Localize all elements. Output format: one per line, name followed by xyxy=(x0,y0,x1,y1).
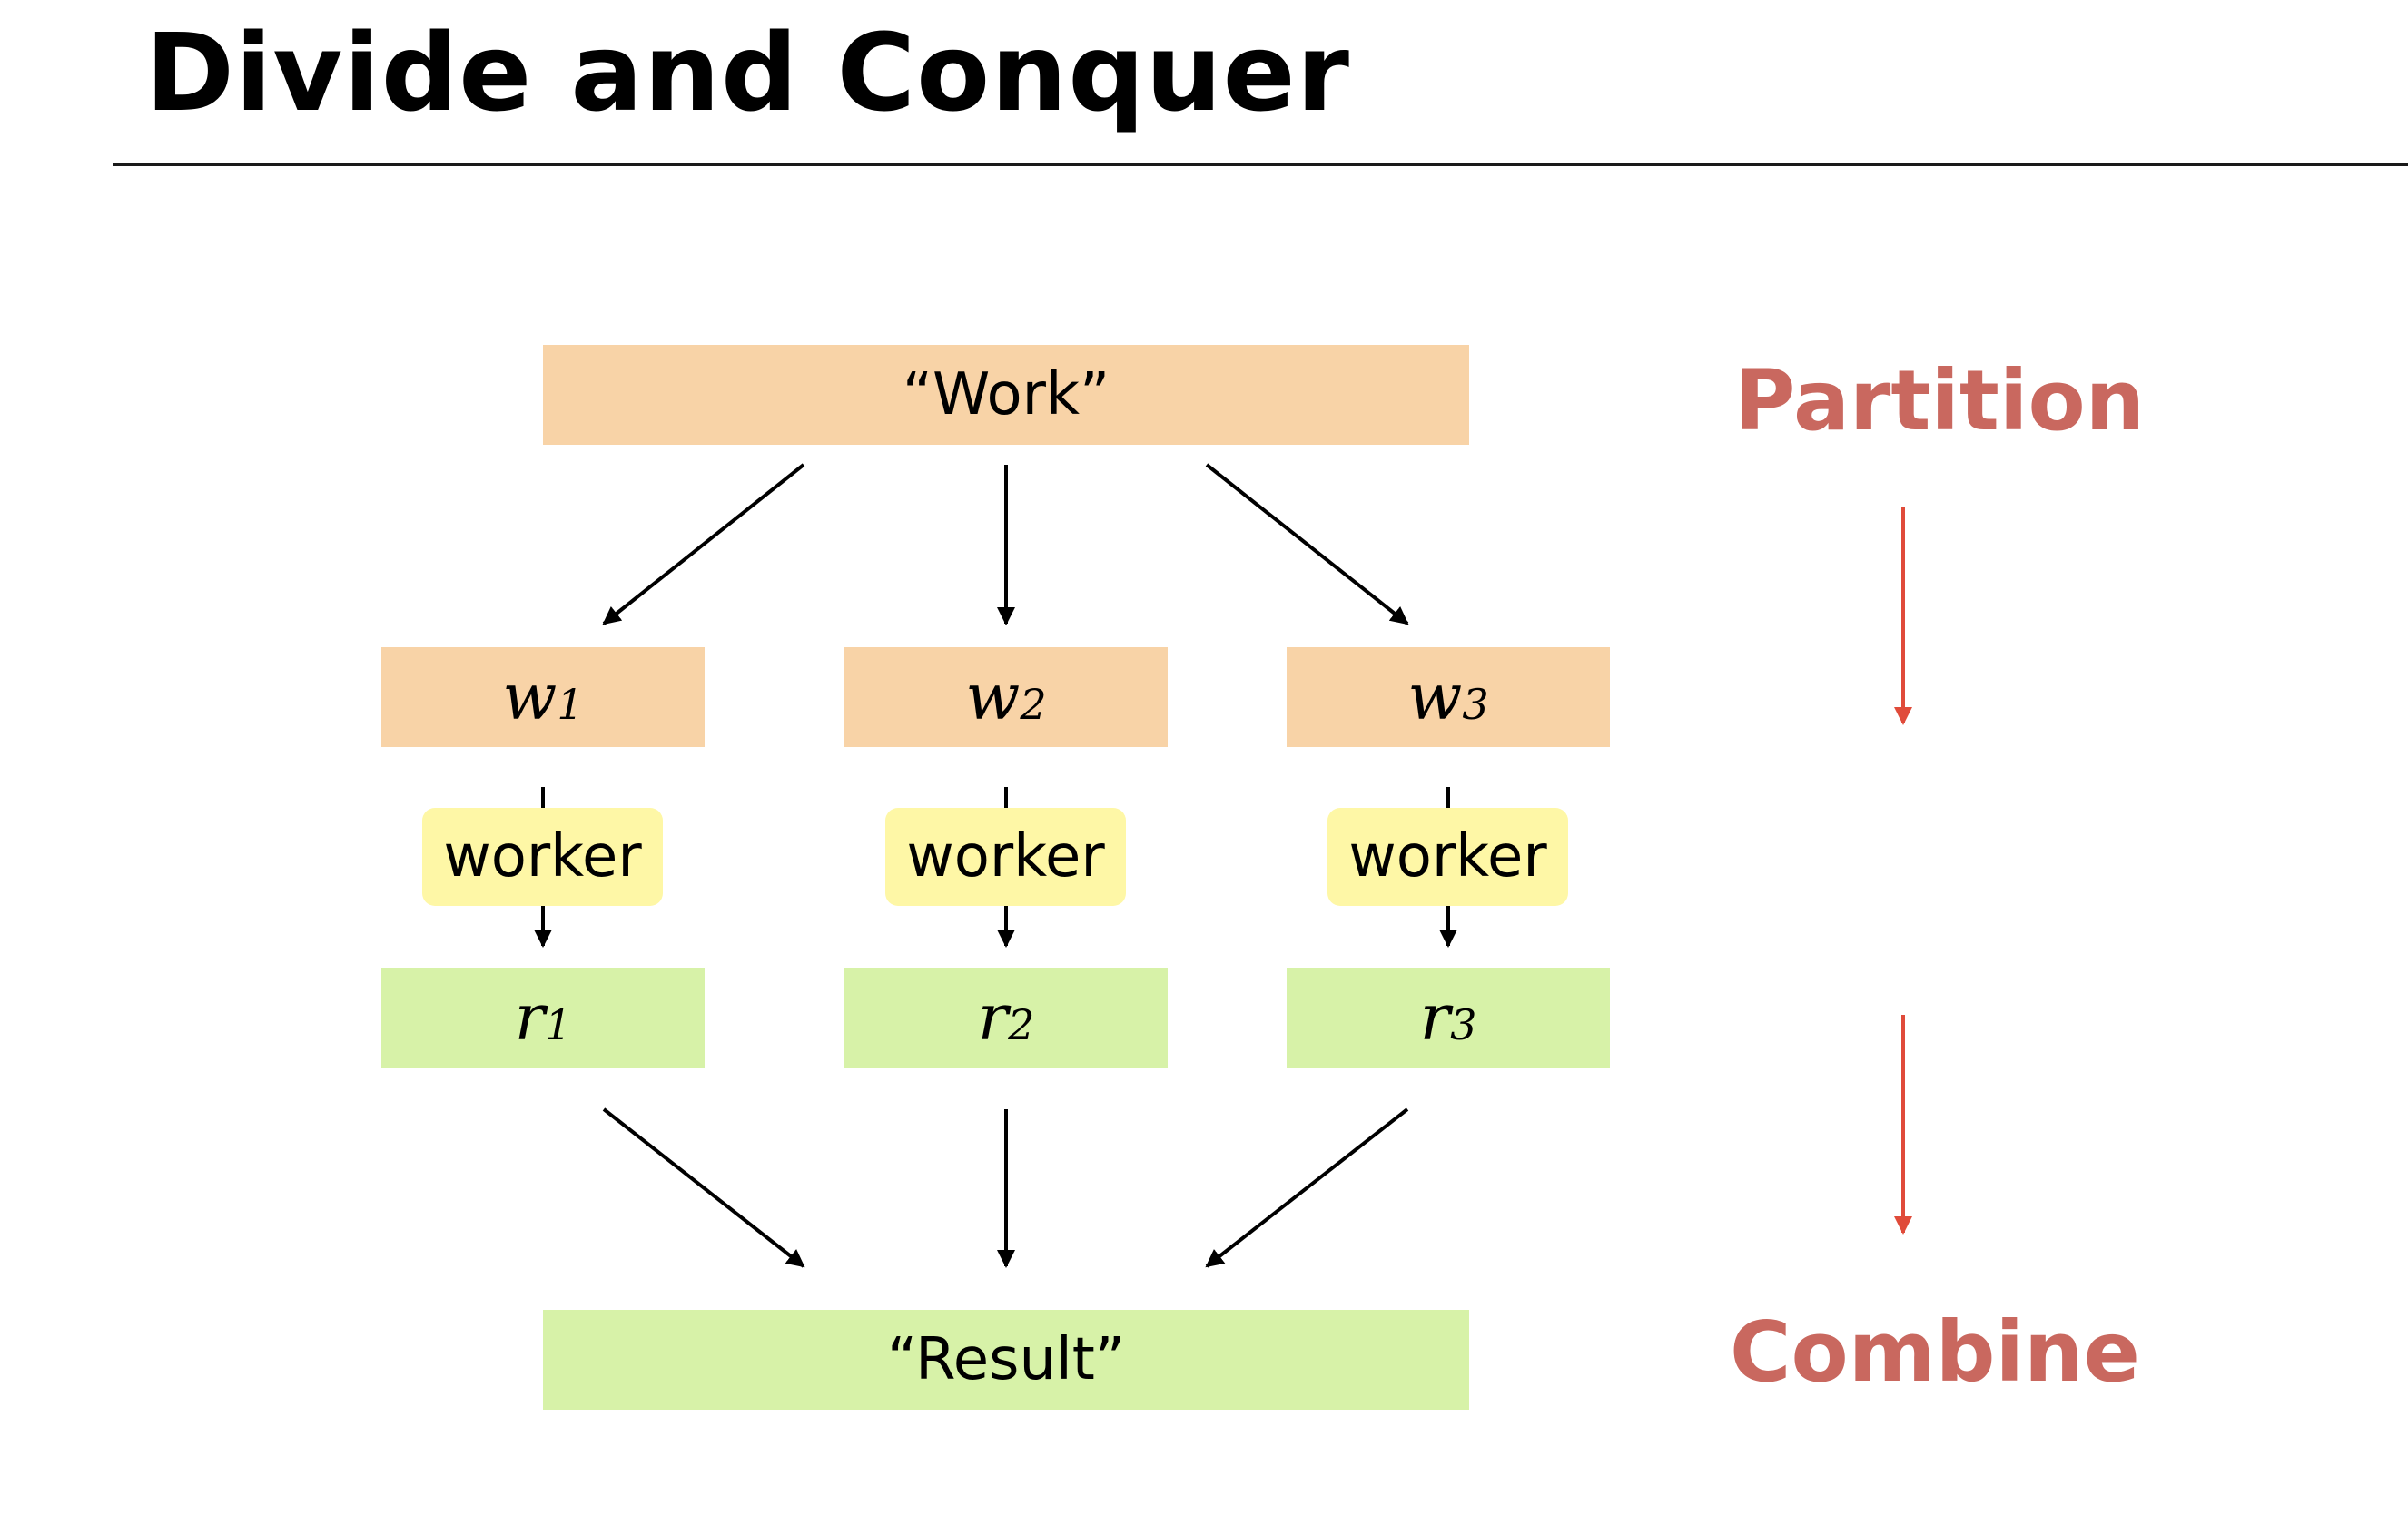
worker-label: worker xyxy=(906,823,1105,890)
combine-label: Combine xyxy=(1730,1304,2140,1401)
result-item-2-subscript: 2 xyxy=(1008,1000,1035,1049)
page-title: Divide and Conquer xyxy=(145,10,1350,135)
result-item-1-subscript: 1 xyxy=(545,1000,572,1049)
result-label: “Result” xyxy=(886,1326,1126,1393)
worker-box-2: worker xyxy=(885,808,1126,906)
result-item-2-symbol: r xyxy=(977,980,1009,1055)
worker-label: worker xyxy=(1348,823,1547,890)
partition-label: Partition xyxy=(1734,352,2146,449)
work-box: “Work” xyxy=(543,345,1469,445)
work-item-3-subscript: 3 xyxy=(1462,680,1489,729)
result-box: “Result” xyxy=(543,1310,1469,1410)
work-item-1-subscript: 1 xyxy=(557,680,584,729)
worker-label: worker xyxy=(443,823,642,890)
work-item-2-subscript: 2 xyxy=(1020,680,1047,729)
partition-arrow-1 xyxy=(602,463,805,625)
work-item-2-symbol: w xyxy=(965,660,1021,734)
combine-arrow-3 xyxy=(1205,1107,1409,1268)
result-item-3-subscript: 3 xyxy=(1450,1000,1477,1049)
partition-arrow-3 xyxy=(1205,463,1409,625)
title-divider xyxy=(113,163,2408,166)
work-item-1-symbol: w xyxy=(502,660,558,734)
result-item-1-symbol: r xyxy=(514,980,546,1055)
worker-box-1: worker xyxy=(422,808,663,906)
work-label: “Work” xyxy=(902,361,1110,428)
work-item-3-symbol: w xyxy=(1407,660,1463,734)
result-item-3-symbol: r xyxy=(1419,980,1451,1055)
worker-box-3: worker xyxy=(1327,808,1568,906)
combine-arrow-1 xyxy=(602,1107,805,1268)
